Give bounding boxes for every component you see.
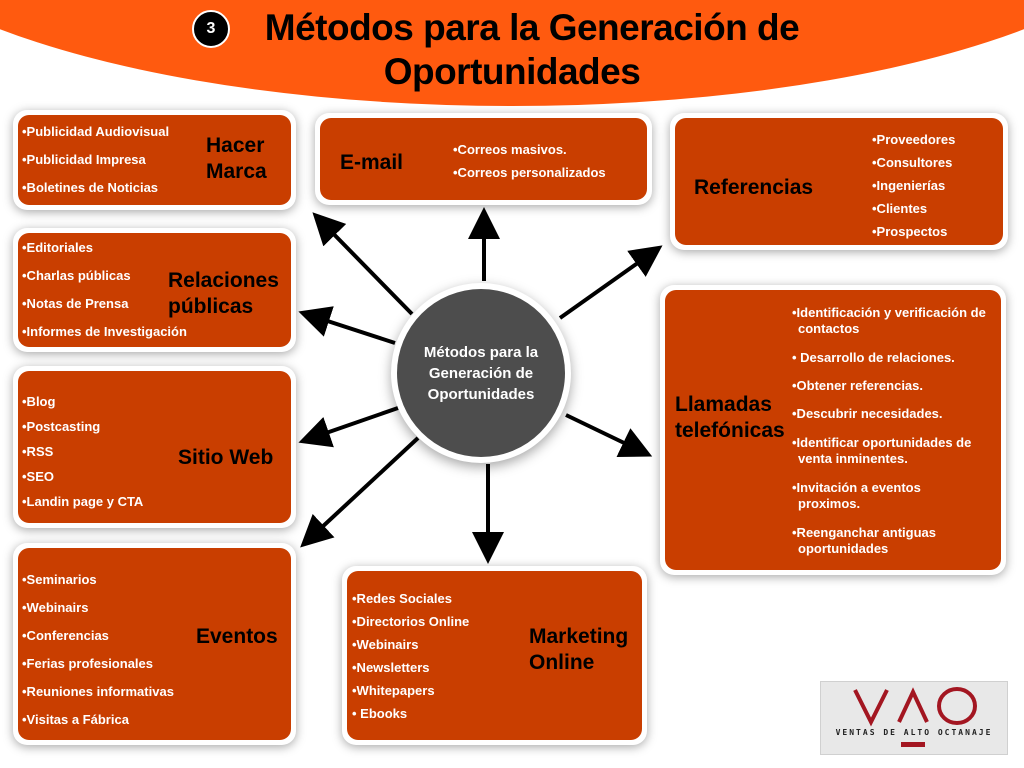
list-item: •Editoriales	[22, 240, 94, 255]
node-hacer-marca: •Publicidad Audiovisual •Publicidad Impr…	[13, 110, 296, 210]
list-item: •Notas de Prensa	[22, 296, 129, 311]
vao-logo: VENTAS DE ALTO OCTANAJE	[820, 681, 1008, 755]
node-title: Sitio Web	[178, 446, 274, 469]
node-email: E-mail •Correos masivos. •Correos person…	[315, 113, 652, 205]
node-title: Relaciones públicas	[168, 269, 279, 318]
list-item: •Postcasting	[22, 419, 101, 434]
arrow-to-relaciones	[298, 306, 396, 345]
list-item: • Desarrollo de relaciones.	[792, 350, 955, 365]
list-item: •Whitepapers	[352, 683, 435, 698]
list-item: •Informes de Investigación	[22, 324, 187, 339]
list-item: •Webinairs	[352, 637, 419, 652]
list-item: •Correos masivos.	[453, 142, 567, 157]
list-item: •Clientes	[872, 201, 928, 216]
list-item: •Reuniones informativas	[22, 684, 174, 699]
list-item: •Newsletters	[352, 660, 430, 675]
list-item: •Descubrir necesidades.	[792, 406, 943, 421]
list-item: •Visitas a Fábrica	[22, 712, 129, 727]
list-item: • Ebooks	[352, 706, 408, 721]
hub-label: Métodos para la Generación de Oportunida…	[423, 343, 539, 403]
list-item: •Identificación y verificación de contac…	[792, 305, 986, 336]
node-eventos: •Seminarios •Webinairs •Conferencias •Fe…	[13, 543, 296, 745]
list-item: •Invitación a eventos proximos.	[792, 480, 921, 511]
list-item: •Identificar oportunidades de venta inmi…	[792, 435, 972, 466]
list-item: •Obtener referencias.	[792, 378, 923, 393]
node-title: E-mail	[340, 151, 404, 174]
list-item: •Ferias profesionales	[22, 656, 153, 671]
node-title: Referencias	[694, 176, 814, 199]
list-item: •Seminarios	[22, 572, 97, 587]
list-item: •Consultores	[872, 155, 953, 170]
list-item: •Boletines de Noticias	[22, 180, 159, 195]
list-item: •Ingenierías	[872, 178, 946, 193]
list-item: •Correos personalizados	[453, 165, 606, 180]
arrow-to-hacer-marca	[312, 212, 414, 316]
list-item: •Conferencias	[22, 628, 109, 643]
title-line-1: Métodos para la Generación de	[264, 7, 800, 48]
list-item: •Redes Sociales	[352, 591, 452, 606]
list-item: •Publicidad Audiovisual	[22, 124, 170, 139]
node-title: Eventos	[196, 625, 278, 648]
arrow-to-eventos	[300, 436, 420, 548]
list-item: •Prospectos	[872, 224, 948, 239]
step-number-badge: 3	[192, 10, 230, 48]
list-item: •Charlas públicas	[22, 268, 131, 283]
list-item: •Blog	[22, 394, 56, 409]
list-item: •Webinairs	[22, 600, 89, 615]
central-hub: Métodos para la Generación de Oportunida…	[391, 283, 571, 463]
title-line-2: Oportunidades	[383, 51, 641, 92]
page-title: Métodos para la Generación de Oportunida…	[0, 6, 1024, 94]
node-sitio-web: •Blog •Postcasting •RSS •SEO •Landin pag…	[13, 366, 296, 528]
node-referencias: Referencias •Proveedores •Consultores •I…	[670, 113, 1008, 250]
node-llamadas-telefonicas: Llamadas telefónicas •Identificación y v…	[660, 285, 1006, 575]
list-item: •Proveedores	[872, 132, 956, 147]
logo-tagline: VENTAS DE ALTO OCTANAJE	[835, 728, 993, 737]
list-item: •RSS	[22, 444, 54, 459]
list-item: •SEO	[22, 469, 55, 484]
arrow-to-llamadas	[565, 413, 653, 458]
node-relaciones-publicas: •Editoriales •Charlas públicas •Notas de…	[13, 228, 296, 352]
arrow-to-referencias	[558, 245, 663, 320]
list-item: •Reenganchar antiguas oportunidades	[792, 525, 936, 556]
node-title: Llamadas telefónicas	[675, 393, 785, 442]
list-item: •Directorios Online	[352, 614, 470, 629]
node-title: Marketing Online	[529, 625, 629, 674]
vao-logo-mark-icon	[853, 687, 977, 747]
list-item: •Landin page y CTA	[22, 494, 144, 509]
node-marketing-online: •Redes Sociales •Directorios Online •Web…	[342, 566, 647, 745]
node-title: Hacer Marca	[206, 134, 267, 183]
list-item: •Publicidad Impresa	[22, 152, 146, 167]
arrow-to-sitio-web	[298, 406, 399, 448]
